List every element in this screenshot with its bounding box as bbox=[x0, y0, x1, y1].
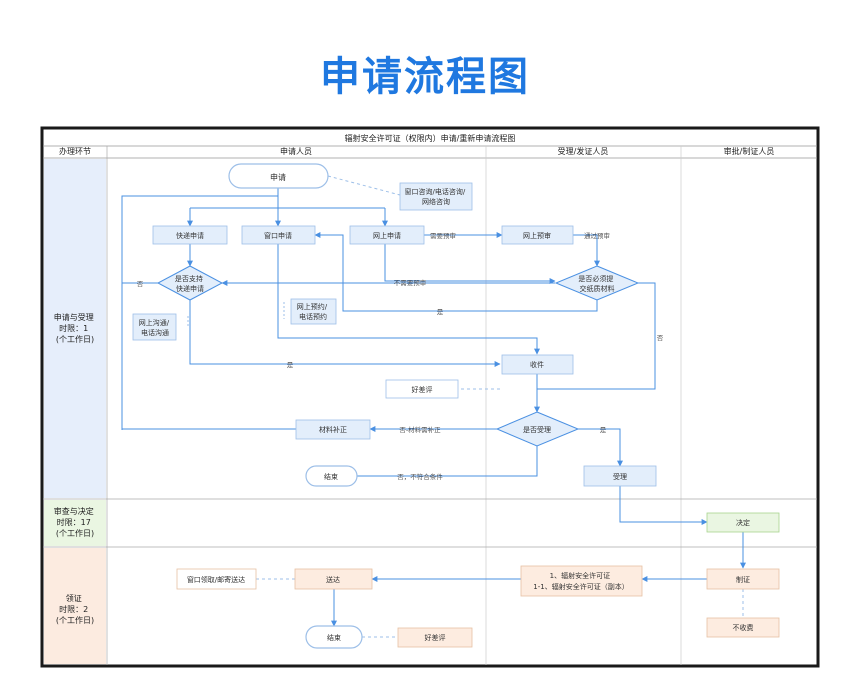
end2-node bbox=[305, 625, 363, 649]
make-cert-node bbox=[706, 568, 780, 590]
receive-node bbox=[501, 354, 574, 375]
rating2-label: 好差评 bbox=[425, 633, 446, 642]
end1-node bbox=[305, 465, 358, 487]
pickup-label: 窗口领取/邮寄送达 bbox=[187, 575, 245, 584]
start-label: 申请 bbox=[270, 172, 286, 182]
supplement-node bbox=[295, 419, 371, 440]
consult-label: 窗口咨询/电话咨询/ 网络咨询 bbox=[405, 187, 468, 206]
no-fee-node bbox=[706, 617, 780, 638]
edge-label-no-fail: 否，不符合条件 bbox=[397, 472, 443, 481]
accept-decision-label: 是否受理 bbox=[523, 425, 551, 434]
support-express-decision bbox=[156, 265, 224, 301]
row3-label: 领证 时限：2 (个工作日) bbox=[56, 593, 94, 625]
decide-label: 决定 bbox=[736, 518, 750, 527]
online-comm-node bbox=[132, 313, 177, 341]
edge-label-no2: 否 bbox=[657, 334, 664, 342]
online-prereview-node bbox=[501, 225, 574, 245]
row2-label: 审查与决定 时限：17 (个工作日) bbox=[54, 506, 97, 538]
start-node bbox=[228, 163, 329, 189]
reserve-phone-node bbox=[290, 298, 337, 325]
col-header-acceptor: 受理/发证人员 bbox=[558, 146, 609, 156]
edge-label-yes2: 是 bbox=[287, 361, 294, 369]
col-header-stage: 办理环节 bbox=[59, 146, 91, 156]
online-comm-label: 网上沟通/ 电话沟通 bbox=[139, 318, 172, 337]
rating1-label: 好差评 bbox=[412, 385, 433, 394]
deliver-label: 送达 bbox=[326, 575, 340, 584]
accept-decision bbox=[495, 411, 580, 447]
cert-list-label: 1、辐射安全许可证 1-1、辐射安全许可证（副本） bbox=[533, 571, 628, 591]
edge-label-no-need-reserve: 不需要预审 bbox=[394, 278, 427, 287]
pickup-node bbox=[176, 568, 257, 590]
accept-label: 受理 bbox=[613, 472, 627, 481]
express-apply-label: 快递申请 bbox=[176, 231, 204, 240]
consult-node bbox=[399, 182, 473, 211]
window-apply-label: 窗口申请 bbox=[264, 231, 292, 240]
support-express-label: 是否支持 快递申请 bbox=[175, 274, 205, 293]
edge-label-need-reserve: 需要预审 bbox=[430, 231, 456, 240]
chart-title: 辐射安全许可证（权限内）申请/重新申请流程图 bbox=[345, 133, 516, 143]
need-paper-label: 是否必须提 交纸质材料 bbox=[578, 274, 615, 293]
receive-label: 收件 bbox=[530, 360, 544, 369]
edge-label-pass-reserve: 通过预审 bbox=[584, 231, 610, 240]
row1-label: 申请与受理 时限：1 (个工作日) bbox=[54, 312, 97, 344]
cert-list-node bbox=[520, 565, 643, 597]
decide-node bbox=[706, 512, 780, 533]
row1-stage-cell bbox=[44, 159, 106, 498]
end1-label: 结束 bbox=[324, 472, 338, 481]
online-apply-label: 网上申请 bbox=[373, 231, 401, 240]
col-header-applicant: 申请人员 bbox=[280, 146, 312, 156]
col-header-approver: 审批/制证人员 bbox=[724, 146, 775, 156]
edge-label-yes1: 是 bbox=[437, 308, 444, 316]
window-apply-node bbox=[241, 225, 316, 245]
no-fee-label: 不收费 bbox=[733, 623, 754, 632]
deliver-node bbox=[294, 568, 373, 590]
accept-node bbox=[583, 465, 657, 487]
online-apply-node bbox=[349, 225, 425, 245]
row2-stage-cell bbox=[44, 500, 106, 546]
online-prereview-label: 网上预审 bbox=[523, 231, 551, 240]
end2-label: 结束 bbox=[327, 633, 341, 642]
reserve-phone-label: 网上预约/ 电话预约 bbox=[297, 302, 330, 321]
rating2-node bbox=[397, 627, 473, 648]
edge-label-yes3: 是 bbox=[600, 426, 607, 434]
need-paper-decision bbox=[554, 265, 640, 301]
page-title: 申请流程图 bbox=[320, 54, 530, 100]
express-apply-node bbox=[152, 225, 228, 245]
edge-label-no1: 否 bbox=[137, 280, 144, 288]
edge-label-no-supplement: 否-材料需补正 bbox=[399, 425, 441, 434]
make-cert-label: 制证 bbox=[736, 575, 750, 584]
row3-stage-cell bbox=[44, 548, 106, 664]
rating1-node bbox=[385, 379, 459, 399]
supplement-label: 材料补正 bbox=[319, 425, 347, 434]
